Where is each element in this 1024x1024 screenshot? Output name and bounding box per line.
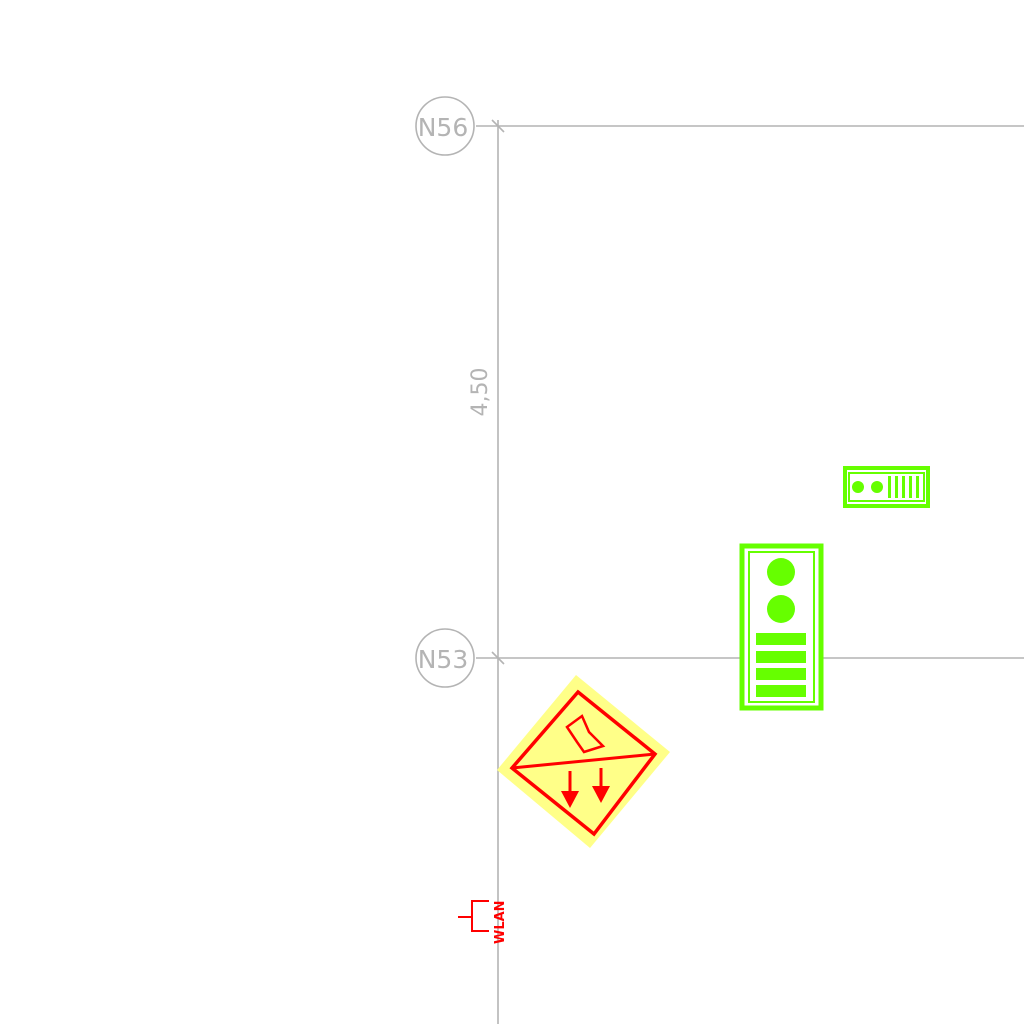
dimension-label: 4,50 <box>468 368 493 417</box>
intercom-panel-icon <box>739 543 824 711</box>
emergency-exit-sign[interactable] <box>497 675 670 848</box>
axis-bubble-n56: N56 <box>415 96 475 156</box>
axis-label-n56: N56 <box>418 113 469 142</box>
intercom-panel-icon <box>843 466 930 508</box>
exit-diamond-icon <box>497 675 670 848</box>
intersection-tick <box>491 651 505 665</box>
axis-bubble-n53: N53 <box>415 628 475 688</box>
wlan-antenna-icon <box>458 900 489 932</box>
door-intercom-panel-small[interactable] <box>843 466 930 508</box>
wlan-label: WLAN <box>493 900 508 944</box>
intersection-tick <box>491 119 505 133</box>
axis-label-n53: N53 <box>418 645 469 674</box>
wlan-access-point[interactable]: WLAN <box>458 900 508 944</box>
door-intercom-panel-large[interactable] <box>739 543 824 711</box>
